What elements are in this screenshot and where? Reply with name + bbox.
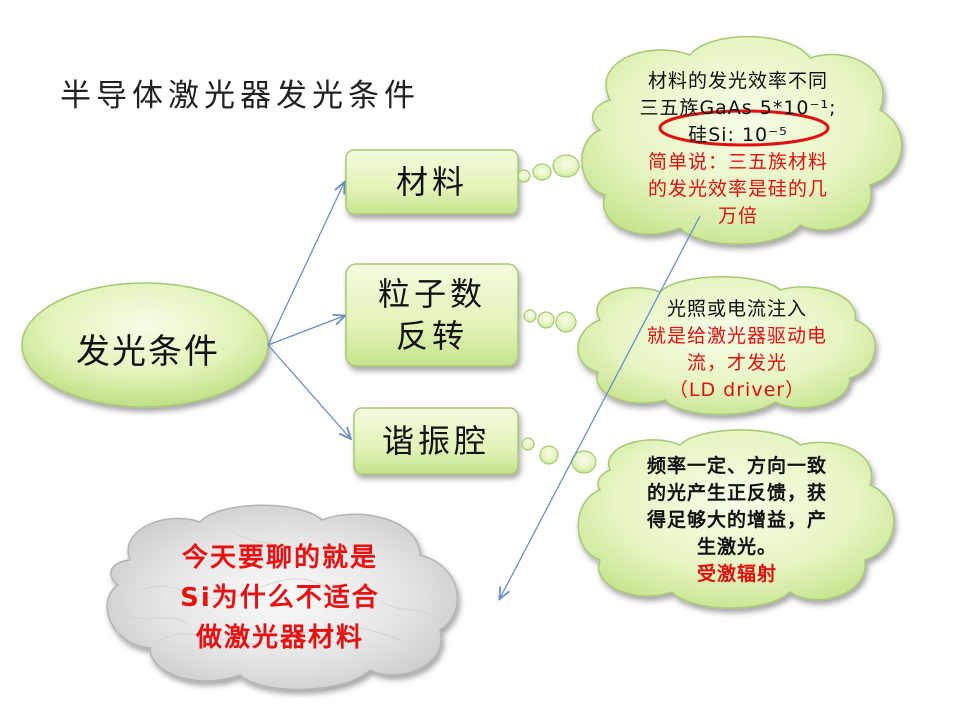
root-node-label: 发光条件 bbox=[76, 331, 220, 372]
cloud-material-line-2: 三五族GaAs 5*10⁻¹; bbox=[639, 97, 837, 119]
cloud-cavity-line-1: 频率一定、方向一致 bbox=[646, 454, 827, 477]
cloud-inversion-red-1: 就是给激光器驱动电 bbox=[646, 325, 827, 347]
cloud-conclusion-shape bbox=[106, 504, 459, 691]
cloud-conclusion-line-2: Si为什么不适合 bbox=[180, 583, 380, 613]
cloud-material-line-3: 硅Si: 10⁻⁵ bbox=[688, 124, 788, 146]
box-cavity-shape bbox=[353, 407, 519, 475]
box-inversion-label-2: 反转 bbox=[395, 317, 468, 355]
cloud-conclusion-line-3: 做激光器材料 bbox=[195, 623, 364, 653]
cloud-cavity-line-4: 生激光。 bbox=[696, 535, 777, 558]
page-title: 半导体激光器发光条件 bbox=[60, 78, 420, 114]
conclusion-arrow bbox=[500, 215, 701, 598]
bubbles-inversion bbox=[523, 309, 577, 333]
cloud-inversion-red-3: （LD driver） bbox=[668, 379, 806, 401]
cloud-cavity-shape bbox=[577, 429, 895, 609]
box-material: 材料 bbox=[346, 150, 518, 214]
bubbles-cavity bbox=[521, 437, 597, 474]
cloud-material-red-2: 的发光效率是硅的几 bbox=[647, 178, 828, 200]
cloud-material-line-1: 材料的发光效率不同 bbox=[647, 70, 828, 92]
cloud-material-red-3: 万倍 bbox=[717, 205, 758, 227]
cloud-material: 材料的发光效率不同 三五族GaAs 5*10⁻¹; 硅Si: 10⁻⁵ 简单说：… bbox=[618, 64, 858, 234]
root-node: 发光条件 bbox=[58, 308, 238, 388]
box-cavity: 谐振腔 bbox=[354, 408, 518, 474]
box-inversion-shape bbox=[345, 263, 519, 367]
cloud-cavity-line-3: 得足够大的增益，产 bbox=[646, 508, 827, 531]
box-material-label: 材料 bbox=[395, 163, 468, 201]
highlight-ellipse bbox=[658, 109, 830, 147]
cloud-cavity: 频率一定、方向一致 的光产生正反馈，获 得足够大的增益，产 生激光。 受激辐射 bbox=[618, 450, 856, 590]
box-inversion: 粒子数 反转 bbox=[346, 264, 518, 366]
cloud-inversion: 光照或电流注入 就是给激光器驱动电 流，才发光 （LD driver） bbox=[612, 290, 862, 410]
box-material-shape bbox=[345, 149, 519, 215]
cloud-cavity-line-2: 的光产生正反馈，获 bbox=[646, 481, 827, 504]
cloud-inversion-line-1: 光照或电流注入 bbox=[666, 298, 807, 320]
cloud-conclusion-line-1: 今天要聊的就是 bbox=[181, 543, 378, 573]
cloud-material-shape bbox=[581, 35, 903, 245]
cloud-inversion-shape bbox=[577, 276, 876, 416]
cloud-conclusion: 今天要聊的就是 Si为什么不适合 做激光器材料 bbox=[140, 538, 420, 658]
cloud-inversion-red-2: 流，才发光 bbox=[686, 352, 787, 374]
bubbles-material bbox=[517, 154, 580, 183]
cloud-material-red-1: 简单说：三五族材料 bbox=[647, 151, 828, 173]
cloud-cavity-red-1: 受激辐射 bbox=[696, 562, 777, 585]
box-cavity-label: 谐振腔 bbox=[381, 422, 490, 460]
root-arrows bbox=[267, 183, 350, 438]
box-inversion-label-1: 粒子数 bbox=[377, 275, 486, 313]
